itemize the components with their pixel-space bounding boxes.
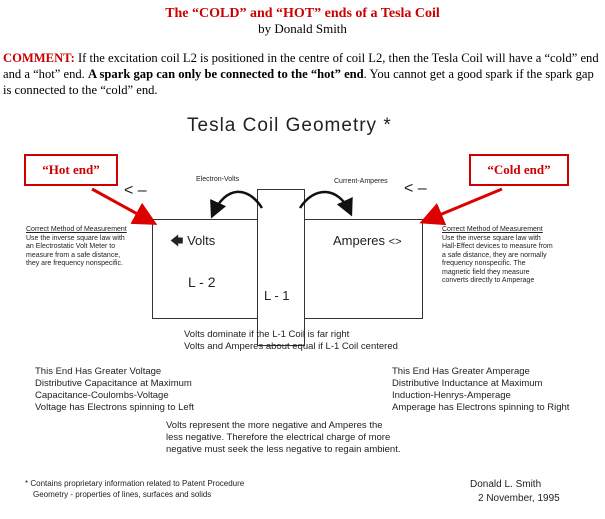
left-note-line: Capacitance-Coulombs-Voltage (35, 390, 169, 401)
signature-block: Donald L. Smith 2 November, 1995 (470, 478, 560, 506)
hot-end-callout: “Hot end” (24, 154, 118, 186)
left-notes: This End Has Greater Voltage Distributiv… (35, 366, 265, 414)
comment-paragraph: COMMENT: If the excitation coil L2 is po… (3, 50, 603, 98)
right-notes: This End Has Greater Amperage Distributi… (392, 366, 602, 414)
left-note-line: Voltage has Electrons spinning to Left (35, 402, 194, 413)
current-amperes-label: Current-Amperes (334, 178, 388, 185)
left-arrow-sign: < – (124, 182, 147, 199)
center-note-line: Volts dominate if the L-1 Coil is far ri… (184, 329, 350, 340)
comment-text-2: . You cannot get a good spark if the spa… (3, 67, 594, 97)
left-method-line: Use the inverse square law with (26, 234, 125, 242)
amperes-text: Amperes (333, 233, 386, 248)
left-method-block: Correct Method of Measurement Use the in… (26, 226, 152, 269)
cold-end-callout: “Cold end” (469, 154, 569, 186)
volts-note-line: less negative. Therefore the electrical … (166, 432, 391, 443)
right-note-line: Distributive Inductance at Maximum (392, 378, 543, 389)
right-method-line: magnetic field they measure (442, 268, 530, 276)
right-method-line: Use the inverse square law with (442, 234, 541, 242)
right-note-line: Induction-Henrys-Amperage (392, 390, 511, 401)
right-method-heading: Correct Method of Measurement (442, 226, 543, 233)
volts-curve-arrow (210, 190, 264, 219)
comment-label: COMMENT: (3, 51, 75, 65)
right-method-block: Correct Method of Measurement Use the in… (442, 226, 602, 286)
double-arrow-icon: <> (388, 236, 402, 248)
hot-end-arrow (91, 187, 158, 225)
right-arrow-sign: < – (404, 180, 427, 197)
left-note-line: This End Has Greater Voltage (35, 366, 162, 377)
signature-name: Donald L. Smith (470, 479, 542, 490)
right-note-line: Amperage has Electrons spinning to Right (392, 402, 570, 413)
byline: by Donald Smith (258, 21, 347, 36)
comment-text-1: If the excitation coil L2 is positioned … (3, 51, 599, 81)
footnote-line: Geometry - properties of lines, surfaces… (33, 489, 212, 499)
footnote: * Contains proprietary information relat… (25, 479, 355, 500)
volts-text: Volts (187, 233, 216, 248)
cold-end-arrow (419, 187, 503, 226)
electron-volts-label: Electron-Volts (196, 176, 240, 183)
right-note-line: This End Has Greater Amperage (392, 366, 530, 377)
page-title: The “COLD” and “HOT” ends of a Tesla Coi… (165, 6, 440, 21)
left-method-line: they are frequency nonspecific. (26, 260, 123, 267)
signature-date: 2 November, 1995 (478, 493, 560, 504)
footnote-line: * Contains proprietary information relat… (25, 479, 245, 488)
center-note-line: Volts and Amperes about equal if L-1 Coi… (184, 341, 398, 352)
volts-note: Volts represent the more negative and Am… (166, 420, 466, 456)
right-method-line: converts directly to Amperage (442, 277, 535, 284)
right-method-line: Hall-Effect devices to measure from (442, 243, 553, 250)
l2-label: L - 2 (188, 274, 216, 290)
right-method-line: frequency nonspecific. The (442, 260, 526, 267)
center-notes: Volts dominate if the L-1 Coil is far ri… (184, 329, 464, 353)
volts-note-line: negative must seek the less negative to … (166, 444, 401, 455)
left-method-line: measure from a safe distance, (26, 251, 121, 259)
amperes-curve-arrow (298, 190, 353, 217)
right-method-line: a safe distance, they are normally (442, 251, 547, 259)
left-method-line: an Electrostatic Volt Meter to (26, 243, 116, 250)
comment-bold: A spark gap can only be connected to the… (87, 67, 364, 81)
left-note-line: Distributive Capacitance at Maximum (35, 378, 192, 389)
left-arrow-icon: 🡄 (170, 233, 184, 248)
l1-label: L - 1 (264, 288, 290, 303)
amperes-label: Amperes <> (333, 233, 402, 248)
volts-label: 🡄 Volts (170, 232, 215, 254)
left-method-heading: Correct Method of Measurement (26, 226, 127, 233)
diagram-title: Tesla Coil Geometry * (187, 115, 392, 136)
coil-l1 (257, 189, 305, 346)
volts-note-line: Volts represent the more negative and Am… (166, 420, 383, 431)
